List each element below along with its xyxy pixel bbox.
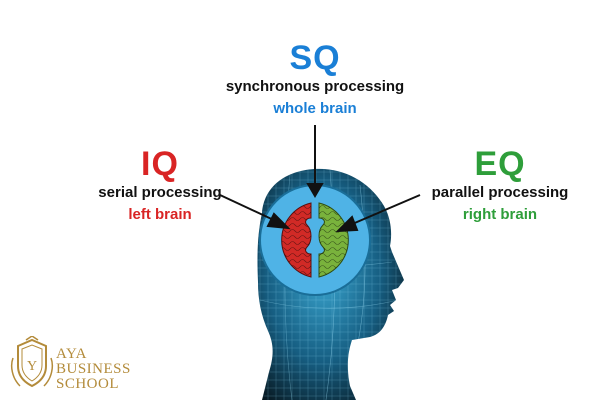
eq-region: right brain bbox=[462, 206, 538, 223]
iq-description: serial processing bbox=[98, 184, 222, 201]
logo-line-1: AYA bbox=[56, 346, 87, 362]
brain-ring bbox=[259, 184, 371, 296]
school-logo: Y bbox=[10, 335, 160, 392]
iq-arrow bbox=[219, 194, 279, 223]
sq-description: synchronous processing bbox=[225, 78, 405, 95]
school-logo-text: AYA BUSINESS SCHOOL bbox=[56, 347, 131, 392]
logo-line-3: SCHOOL bbox=[56, 376, 120, 392]
iq-label-group: IQ serial processing left brain bbox=[85, 146, 235, 226]
logo-line-2: BUSINESS bbox=[56, 361, 131, 377]
eq-title: EQ bbox=[474, 145, 526, 183]
arrows bbox=[219, 125, 421, 233]
eq-label-group: EQ parallel processing right brain bbox=[425, 146, 575, 226]
sq-label-group: SQ synchronous processing whole brain bbox=[200, 40, 430, 120]
sq-region: whole brain bbox=[273, 100, 357, 117]
iq-region: left brain bbox=[128, 206, 192, 223]
svg-text:Y: Y bbox=[27, 359, 37, 374]
sq-title: SQ bbox=[289, 39, 341, 77]
iq-title: IQ bbox=[141, 145, 179, 183]
eq-description: parallel processing bbox=[431, 184, 569, 201]
shield-crest-icon: Y bbox=[10, 335, 54, 388]
eq-arrow bbox=[349, 194, 421, 226]
